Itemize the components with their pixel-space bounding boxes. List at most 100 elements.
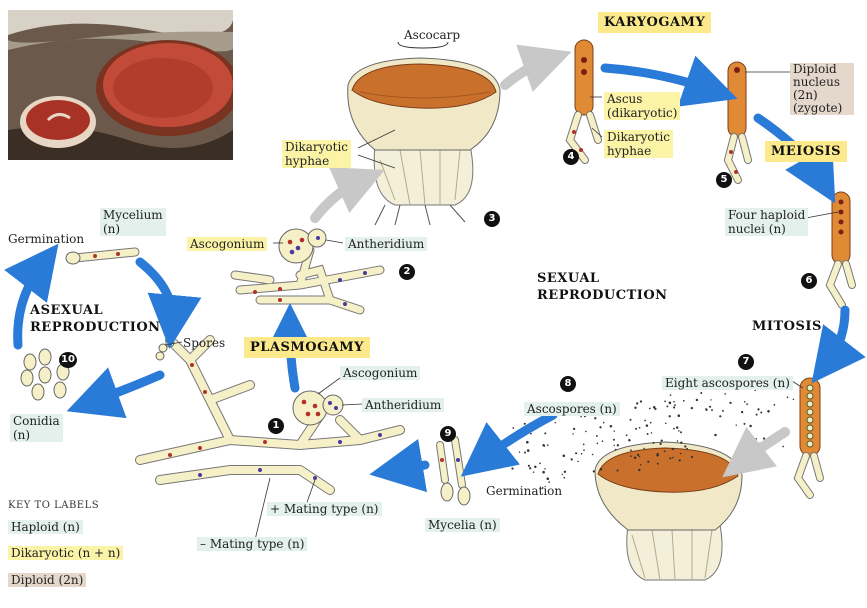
ascospore-dot (786, 396, 789, 399)
ascospore-dot (792, 398, 795, 401)
antheridium-top-label: Antheridium (345, 237, 428, 251)
ascospore-dot (601, 440, 604, 443)
ascospore-dot (656, 453, 659, 456)
ascocarp-label: Ascocarp (404, 28, 461, 42)
ascospore-dot (518, 451, 521, 453)
ascospore-dot (705, 408, 707, 410)
asexual-line-1: ASEXUAL (30, 303, 104, 318)
sexual-reproduction-label: SEXUAL REPRODUCTION (537, 270, 668, 304)
asexual-line-2: REPRODUCTION (30, 320, 161, 335)
ascospore-dot (660, 439, 663, 442)
ascospore-dot (690, 455, 694, 459)
step-7-marker: 7 (738, 354, 754, 370)
ascus-line-1: Ascus (607, 92, 643, 106)
germinating-ascospores (436, 436, 471, 506)
ascospore-dot (773, 404, 776, 406)
ascospore-dot (714, 433, 717, 437)
ascospore-dot (544, 432, 547, 435)
ascospore-dot (554, 421, 557, 424)
ascospore-dot (676, 440, 679, 442)
ascospore-dot (680, 441, 683, 444)
ascospore-dot (755, 438, 757, 440)
ascospore-dot (760, 411, 763, 414)
ascospore-dot (572, 427, 576, 431)
eight-ascospores-label: Eight ascospores (n) (662, 376, 793, 390)
ascospore-dot (729, 401, 732, 405)
ascospore-dot (636, 453, 640, 457)
ascospore-dot (583, 449, 585, 452)
ascospore-dot (639, 400, 643, 403)
ascospore-dot (643, 447, 645, 450)
diploid-nucleus-line-3: (2n) (793, 88, 818, 102)
ascospore-dot (546, 444, 549, 446)
ascospore-dot (630, 455, 632, 457)
ascospore-dot (666, 405, 669, 408)
ascospore-dot (575, 452, 578, 455)
asexual-reproduction-label: ASEXUAL REPRODUCTION (30, 302, 161, 336)
ascospore-dot (782, 445, 784, 448)
ascospore-dot (735, 424, 738, 426)
ascospore-dot (722, 409, 724, 412)
cup-fungus-photo (8, 10, 233, 160)
ascus-line-2: (dikaryotic) (607, 106, 678, 120)
ascospore-dot (634, 406, 637, 410)
ascospore-dot (649, 421, 652, 424)
ascospore-dot (757, 408, 760, 411)
ascospore-dot (695, 398, 699, 402)
ascospore-dot (755, 413, 758, 416)
diploid-nucleus-line-4: (zygote) (793, 101, 843, 115)
ascospore-dot (580, 452, 583, 455)
ascospore-dot (612, 438, 615, 441)
ascospore-dot (678, 430, 680, 432)
ascospore-dot (599, 426, 602, 429)
ascospore-dot (659, 442, 662, 446)
ascospore-dot (664, 400, 666, 403)
ascospore-dot (719, 415, 722, 418)
dikaryotic-hyphae-right-label: Dikaryotic hyphae (604, 130, 674, 158)
key-title: KEY TO LABELS (8, 500, 100, 511)
sexual-line-2: REPRODUCTION (537, 288, 668, 303)
step-9-marker: 9 (440, 426, 456, 442)
ascospore-dot (585, 430, 587, 433)
mating-hyphae-stage-2 (230, 228, 385, 315)
ascospore-dot (609, 425, 613, 428)
ascospore-dot (652, 441, 655, 444)
mycelium-line-1: Mycelium (103, 208, 163, 222)
ascospore-dot (592, 470, 595, 473)
ascus-eight-ascospores (793, 377, 824, 499)
ascospore-dot (523, 451, 527, 454)
ascospore-dot (649, 407, 651, 410)
ascospores-label: Ascospores (n) (524, 402, 620, 416)
diploid-nucleus-line-2: nucleus (793, 75, 841, 89)
ascospore-dot (562, 454, 566, 458)
ascospore-dot (539, 462, 541, 465)
ascospore-dot (580, 415, 582, 418)
ascospore-dot (675, 426, 679, 429)
conidia-label: Conidia (n) (10, 414, 63, 442)
diploid-nucleus-label: Diploid nucleus (2n) (zygote) (790, 63, 854, 115)
step-3-marker: 3 (484, 211, 500, 227)
germination-left-label: Germination (8, 232, 85, 246)
ascospore-dot (534, 465, 537, 469)
ascospore-dot (633, 456, 637, 459)
mating-mycelia-stage-1 (135, 335, 405, 495)
ascospore-dot (669, 394, 672, 396)
ascospore-dot (673, 406, 676, 409)
dikaryotic-hyphae-left-line-1: Dikaryotic (285, 140, 349, 154)
ascospore-dot (682, 400, 685, 402)
ascospore-dot (672, 456, 674, 459)
ascospore-dot (638, 426, 641, 429)
step-2-marker: 2 (399, 264, 415, 280)
spores-label: Spores (183, 336, 226, 350)
ascospore-dot (663, 450, 666, 453)
ascospore-dot (678, 459, 681, 462)
ascospore-dot (646, 433, 649, 435)
ascospore-dot (684, 445, 687, 448)
ascospore-dot (570, 458, 573, 461)
mycelia-label: Mycelia (n) (425, 518, 500, 532)
four-haploid-line-1: Four haploid (728, 208, 806, 222)
diploid-nucleus-line-1: Diploid (793, 62, 837, 76)
ascospore-dot (635, 427, 638, 430)
ascospore-dot (740, 410, 744, 414)
